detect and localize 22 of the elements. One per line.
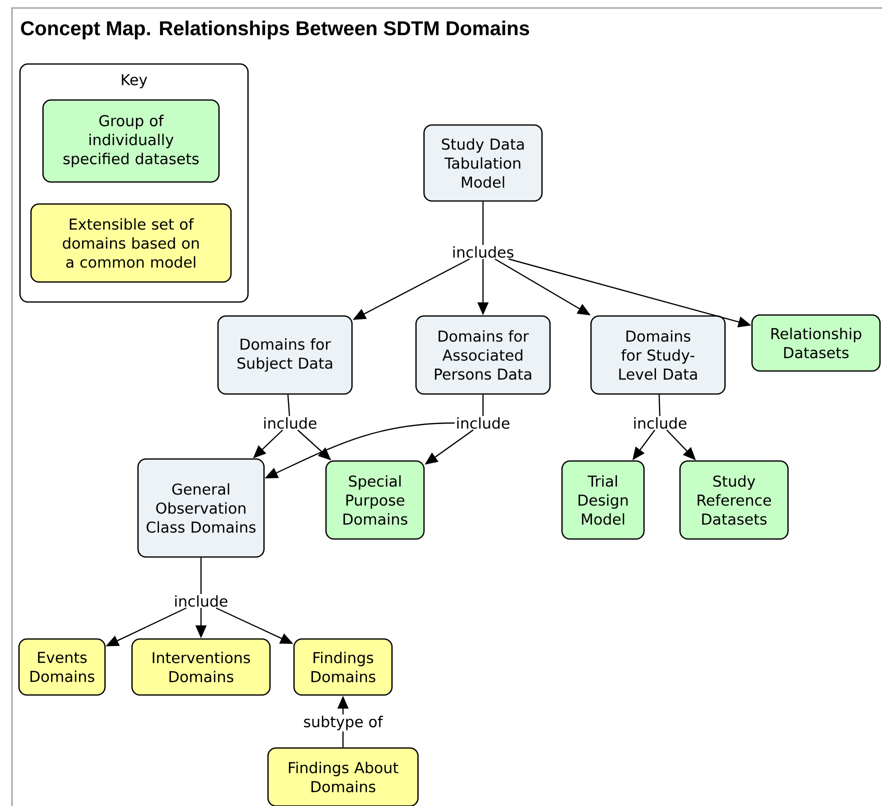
concept-box: Findings Domains [293,638,393,696]
concept-box: Trial Design Model [561,460,645,540]
title: Concept Map. Relationships Between SDTM Domains [21,20,530,40]
concept-box: Relationship Datasets [751,314,881,372]
concept-box: Study Reference Datasets [679,460,789,540]
concept-box: Findings About Domains [267,747,419,806]
linking-phrase: include [454,416,512,430]
linking-phrase: include [172,594,230,608]
linking-phrase: subtype of [302,714,384,732]
concept-box: Extensible set of domains based on a common model [30,203,232,283]
concept-box: Domains for Study-Level Data [590,315,726,395]
concept-box: Domains for Associated Persons Data [415,315,551,395]
concept-box: Study Data Tabulation Model [423,124,543,202]
concept-box: Interventions Domains [131,638,271,696]
concept-box: Domains for Subject Data [217,315,353,395]
concept-box: Events Domains [18,638,106,696]
linking-phrase: include [632,416,688,430]
linking-phrase: include [262,416,318,430]
linking-phrase: includes [450,245,516,259]
concept-box: General Observation Class Domains [137,458,265,558]
concept-box: Group of individually specified datasets [42,99,220,183]
concept-box: Special Purpose Domains [325,460,425,540]
